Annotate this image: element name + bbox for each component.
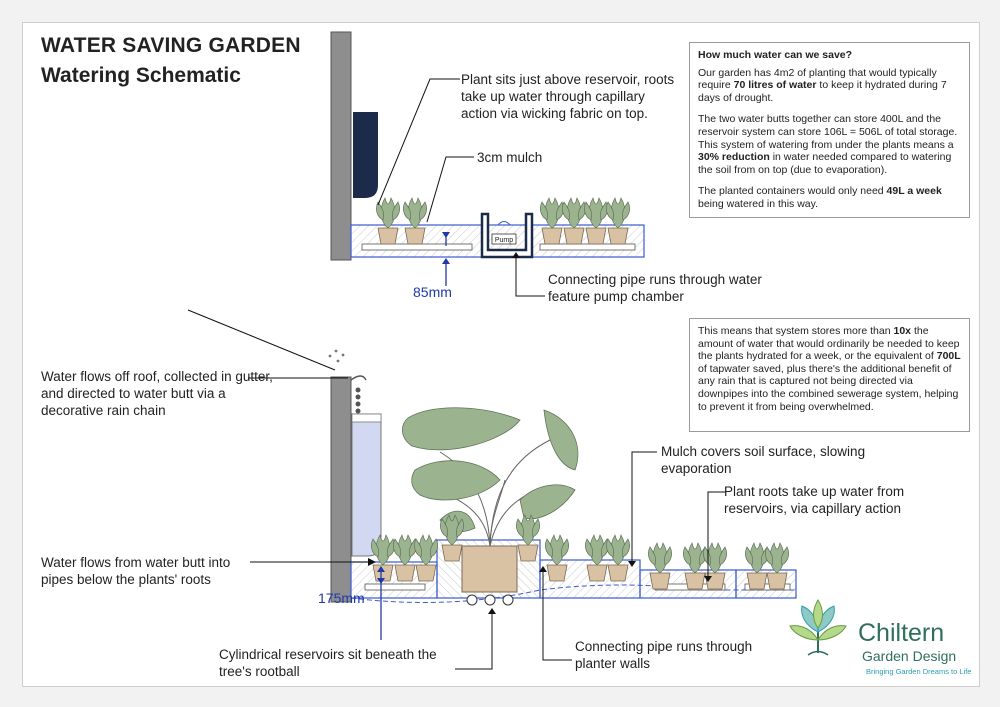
page-title: WATER SAVING GARDEN — [41, 34, 301, 57]
leader-arrow-walls — [539, 566, 547, 572]
leader-roof — [187, 309, 336, 371]
depth-arrow-bottom-down — [377, 578, 385, 584]
leader-roots — [707, 491, 726, 580]
logo-subname: Garden Design — [862, 648, 957, 664]
rain-drops — [328, 349, 345, 363]
reservoir-bottom-5 — [744, 583, 791, 591]
house-wall-top — [330, 31, 352, 261]
label-roof-water: Water flows off roof, collected in gutte… — [41, 369, 273, 418]
leader-cylindrical — [455, 612, 493, 670]
leader-arrow-butt — [368, 558, 376, 566]
depth-label-top: 85mm — [413, 284, 452, 300]
leader-connecting-pipe-top — [515, 254, 545, 297]
logo-tagline: Bringing Garden Dreams to Life — [866, 667, 972, 676]
leader-connecting-walls — [542, 570, 572, 661]
label-mulch: 3cm mulch — [477, 150, 543, 165]
info-box-2-text: This means that system stores more than … — [698, 325, 961, 413]
info-box-water-savings: How much water can we save? Our garden h… — [689, 42, 970, 218]
reservoir-top-left — [361, 243, 473, 251]
water-butt-bottom — [351, 413, 382, 557]
label-connecting-pipe-pump: Connecting pipe runs through water featu… — [548, 272, 762, 304]
pump-label: Pump — [495, 237, 513, 244]
label-cylindrical: Cylindrical reservoirs sit beneath the t… — [219, 647, 437, 679]
reservoir-top-right — [539, 243, 636, 251]
label-roots-capillary: Plant roots take up water from reservoir… — [724, 484, 905, 516]
leader-arrow-roots — [704, 576, 712, 582]
water-butt-top — [353, 112, 378, 198]
logo-name: Chiltern — [858, 619, 945, 647]
info-box-storage-benefit: This means that system stores more than … — [689, 318, 970, 432]
leader-mulch — [426, 156, 474, 223]
tree-plant — [402, 407, 579, 547]
tree-rootball — [461, 545, 518, 593]
bottom-schematic — [187, 309, 797, 670]
depth-label-bottom: 175mm — [318, 590, 365, 606]
depth-arrow-bottom-up — [377, 566, 385, 572]
fountain-spray — [497, 221, 511, 226]
pump-box — [491, 233, 517, 245]
leader-arrow-pump — [512, 252, 520, 258]
leader-plant-above-reservoir — [377, 78, 460, 206]
water-butt-lid — [351, 413, 382, 423]
info-box-heading: How much water can we save? — [698, 49, 853, 61]
depth-arrow-top-up — [442, 258, 450, 264]
leader-arrow-mulch — [628, 561, 636, 567]
leader-mulch-cover — [631, 451, 657, 565]
label-connecting-walls: Connecting pipe runs through planter wal… — [575, 639, 753, 671]
top-schematic: Pump — [330, 31, 645, 297]
page-subtitle: Watering Schematic — [41, 64, 241, 87]
label-mulch-cover: Mulch covers soil surface, slowing evapo… — [661, 444, 866, 476]
leader-arrow-cylindrical — [488, 608, 496, 614]
reservoir-bottom-1 — [364, 583, 426, 591]
info-paragraph-2: The two water butts together can store 4… — [698, 113, 958, 176]
info-paragraph-1: Our garden has 4m2 of planting that woul… — [698, 66, 947, 104]
label-plant-above-reservoir: Plant sits just above reservoir, roots t… — [461, 72, 675, 121]
label-butt-to-pipes: Water flows from water butt into pipes b… — [41, 555, 231, 587]
info-paragraph-3: The planted containers would only need 4… — [698, 185, 942, 210]
logo-mark — [789, 599, 847, 656]
gutter — [350, 375, 367, 381]
cylindrical-reservoirs — [466, 594, 514, 606]
rain-chain — [355, 387, 361, 414]
house-wall-bottom — [330, 376, 352, 603]
pump-chamber — [480, 212, 534, 259]
connecting-pipe-bottom — [350, 584, 796, 603]
